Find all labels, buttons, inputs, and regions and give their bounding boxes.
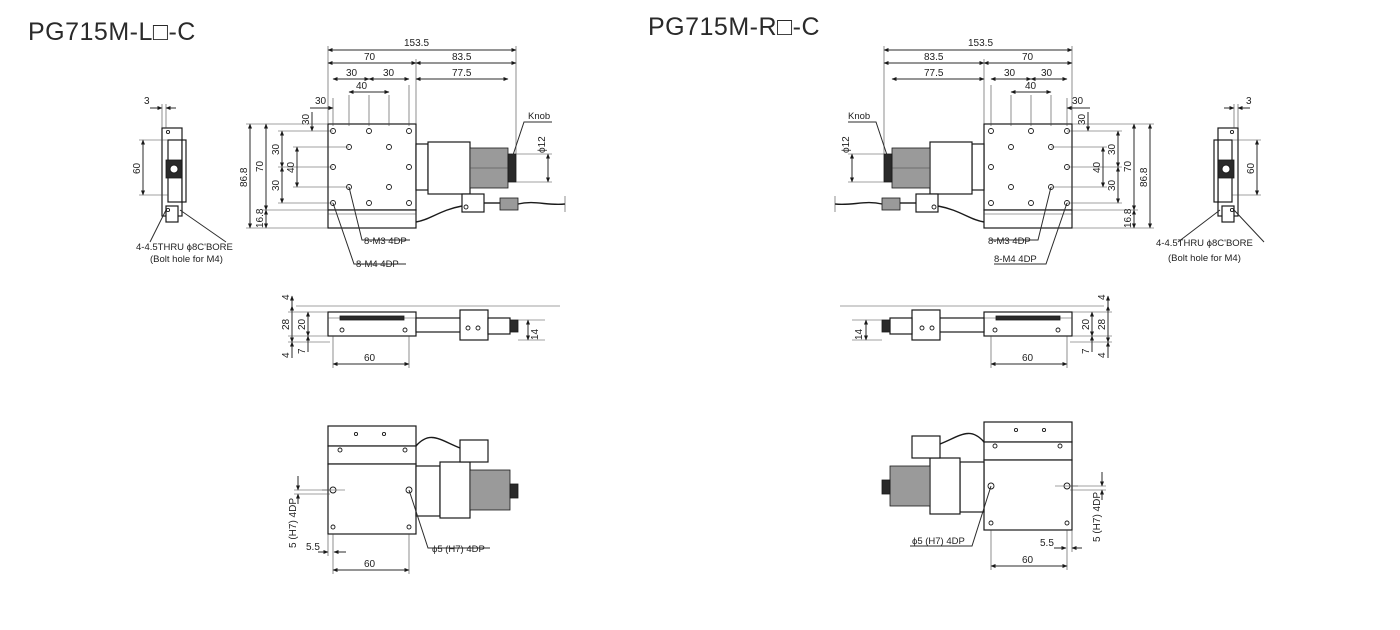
r-bolt-note: 4-4.5THRU ϕ8C'BORE [1156,238,1253,249]
r-dim-hole-30a: 30 [1004,68,1016,79]
r-bottom-pin-v: 5 (H7) 4DP [1092,492,1103,542]
left-end-view: 60 3 4-4.5THRU ϕ8C'BORE (Bolt hole for M… [132,96,233,265]
dim-hole-30a: 30 [346,68,358,79]
r-dim-motor-inner: 77.5 [924,68,944,79]
r-front-dim-60: 60 [1022,353,1034,364]
end-dim-3: 3 [144,96,150,107]
right-bottom-view: 5 (H7) 4DP 5.5 60 ϕ5 (H7) 4DP [881,421,1106,570]
right-top-view: 153.5 83.5 70 77.5 30 30 40 30 86.8 70 1… [834,38,1154,265]
bottom-pin-note: ϕ5 (H7) 4DP [432,544,485,555]
left-bottom-view: 5 (H7) 4DP 5.5 60 ϕ5 (H7) 4DP [288,425,519,574]
dim-hole-30b: 30 [383,68,395,79]
front-dim-4a: 4 [281,294,292,300]
left-gearhead [427,141,471,195]
left-top-view: 153.5 70 83.5 30 30 77.5 40 30 86.8 70 1… [239,38,566,270]
r-front-dim-4b: 4 [1097,352,1108,358]
r-front-dim-4a: 4 [1097,294,1108,300]
dim-hole-40: 40 [356,81,368,92]
dim-30b: 30 [271,143,282,155]
r-dim-hole-40: 40 [1025,81,1037,92]
front-dim-14: 14 [530,328,541,340]
r-dim-16-8: 16.8 [1123,208,1134,228]
end-dim-60: 60 [132,162,143,174]
r-front-dim-14: 14 [854,328,865,340]
front-dim-28: 28 [281,318,292,330]
r-dim-40: 40 [1092,161,1103,173]
left-front-view: 4 28 20 7 4 14 60 [281,294,560,368]
left-plug [499,197,519,211]
front-dim-7: 7 [297,348,308,354]
left-cable [517,201,566,206]
bolt-sub: (Bolt hole for M4) [150,254,223,265]
r-knob-label: Knob [848,111,870,122]
dim-16-8: 16.8 [255,208,266,228]
bottom-dim-60: 60 [364,559,376,570]
dim-motor: 83.5 [452,52,472,63]
front-dim-4b: 4 [281,352,292,358]
knob-label: Knob [528,111,550,122]
r-end-dim-3: 3 [1246,96,1252,107]
r-dim-hole-30b: 30 [1041,68,1053,79]
r-dim-86-8: 86.8 [1139,167,1150,187]
r-bottom-dim-5-5: 5.5 [1040,538,1054,549]
r-front-dim-20: 20 [1081,318,1092,330]
dim-phi12: ϕ12 [537,136,548,153]
left-base [327,209,417,229]
bolt-note: 4-4.5THRU ϕ8C'BORE [136,242,233,253]
dim-70: 70 [255,160,266,172]
r-dim-motor: 83.5 [924,52,944,63]
callout-m4: 8-M4 4DP [356,259,399,270]
r-front-dim-7: 7 [1081,348,1092,354]
right-end-view: 60 3 4-4.5THRU ϕ8C'BORE (Bolt hole for M… [1156,96,1265,264]
front-dim-60: 60 [364,353,376,364]
r-callout-m3: 8-M3 4DP [988,236,1031,247]
left-coupling [415,143,429,191]
r-bottom-pin-note: ϕ5 (H7) 4DP [912,536,965,547]
r-dim-phi12: ϕ12 [841,136,852,153]
left-table [327,123,417,211]
r-callout-m4: 8-M4 4DP [994,254,1037,265]
dim-86-8: 86.8 [239,167,250,187]
r-bolt-sub: (Bolt hole for M4) [1168,253,1241,264]
bottom-pin-v: 5 (H7) 4DP [288,498,299,548]
right-front-view: 4 28 20 7 4 14 60 [840,294,1112,368]
r-end-dim-60: 60 [1246,162,1257,174]
r-dim-overall: 153.5 [968,38,993,49]
r-bottom-dim-60: 60 [1022,555,1034,566]
r-dim-table: 70 [1022,52,1034,63]
bottom-dim-5-5: 5.5 [306,542,320,553]
left-knob [507,153,517,183]
callout-m3: 8-M3 4DP [364,236,407,247]
dim-motor-inner: 77.5 [452,68,472,79]
front-dim-20: 20 [297,318,308,330]
r-dim-70: 70 [1123,160,1134,172]
dim-table: 70 [364,52,376,63]
left-title: PG715M-L□-C [28,18,196,46]
r-dim-30b: 30 [1107,143,1118,155]
dim-side-30-top: 30 [315,96,327,107]
r-dim-30a-side: 30 [1077,113,1088,125]
r-front-dim-28: 28 [1097,318,1108,330]
dim-30c: 30 [271,179,282,191]
r-dim-30c: 30 [1107,179,1118,191]
dim-40: 40 [286,161,297,173]
r-dim-side-30-top: 30 [1072,96,1084,107]
dim-overall: 153.5 [404,38,429,49]
dim-30a-side: 30 [301,113,312,125]
right-title: PG715M-R□-C [648,13,821,41]
